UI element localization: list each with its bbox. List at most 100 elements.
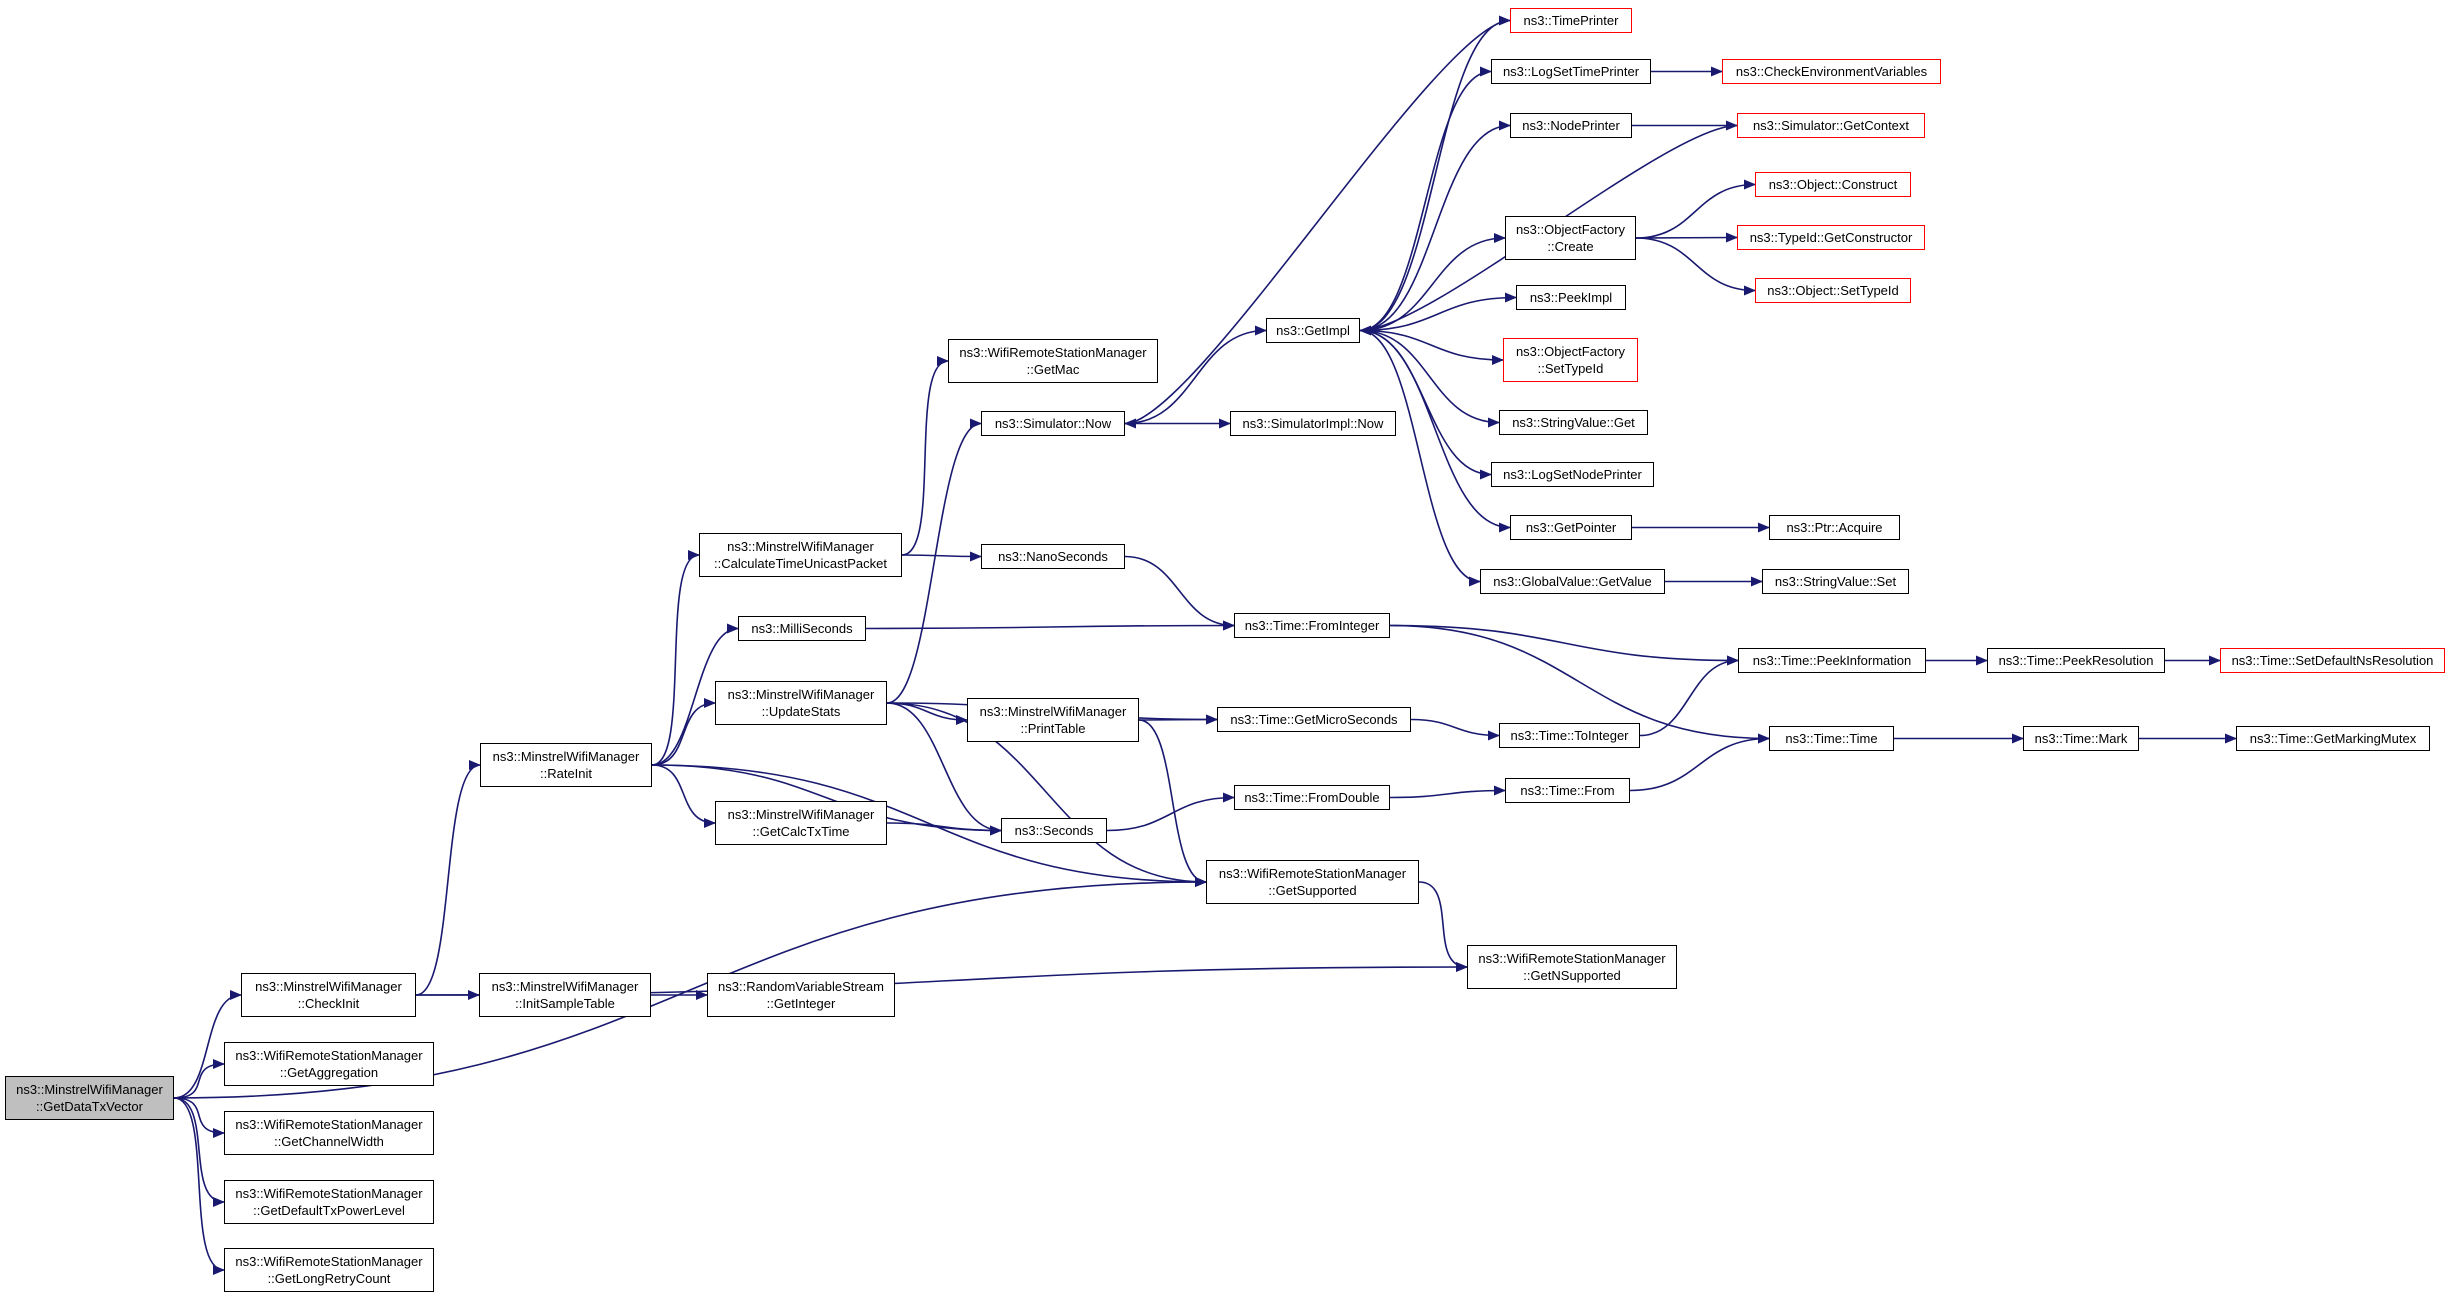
node-label: ns3::WifiRemoteStationManager — [235, 1254, 423, 1269]
edge-timeprinter-to-simnow — [1124, 19, 1511, 429]
edge-getmicroseconds-to-tointeger — [1410, 718, 1500, 741]
edge-rateinit-to-getsupported — [651, 764, 1207, 887]
node-label: ::PrintTable — [1020, 721, 1086, 736]
node-label: ns3::StringValue::Get — [1512, 415, 1635, 430]
edge-getimpl-to-timeprinter — [1359, 15, 1511, 332]
node-label: ::GetLongRetryCount — [267, 1271, 391, 1286]
node-label: ::GetMac — [1026, 362, 1080, 377]
node-timeprinter[interactable]: ns3::TimePrinter — [1510, 8, 1632, 33]
node-label: ns3::WifiRemoteStationManager — [235, 1048, 423, 1063]
node-label: ns3::ObjectFactory — [1515, 222, 1626, 237]
edge-timefrom-to-timetime — [1629, 733, 1770, 792]
edge-rateinit-to-calculatetime — [651, 550, 700, 766]
node-getimpl[interactable]: ns3::GetImpl — [1266, 318, 1360, 343]
node-getdatatxvector[interactable]: ns3::MinstrelWifiManager ::GetDataTxVect… — [5, 1076, 174, 1120]
edge-rateinit-to-milliseconds — [651, 623, 739, 766]
edge-ofcreate-to-objconstruct — [1635, 179, 1756, 239]
node-getpointer[interactable]: ns3::GetPointer — [1510, 515, 1632, 540]
node-typeid-getconstructor[interactable]: ns3::TypeId::GetConstructor — [1737, 225, 1925, 250]
edge-getdatatxvector-to-getlongretrycount — [173, 1097, 225, 1275]
node-label: ns3::LogSetTimePrinter — [1502, 64, 1640, 79]
edge-ofcreate-to-getconstructor — [1635, 232, 1738, 243]
node-time-time[interactable]: ns3::Time::Time — [1769, 726, 1894, 751]
node-label: ns3::Ptr::Acquire — [1786, 520, 1883, 535]
node-getmac[interactable]: ns3::WifiRemoteStationManager ::GetMac — [948, 339, 1158, 383]
node-time-setdefaultnsresolution[interactable]: ns3::Time::SetDefaultNsResolution — [2220, 648, 2445, 673]
node-simulator-getcontext[interactable]: ns3::Simulator::GetContext — [1737, 113, 1925, 138]
node-label: ns3::MinstrelWifiManager — [255, 979, 402, 994]
node-label: ns3::TypeId::GetConstructor — [1749, 230, 1913, 245]
edge-ofcreate-to-objsettypeid — [1635, 237, 1756, 296]
node-label: ns3::Time::Mark — [2034, 731, 2128, 746]
node-label: ns3::Time::GetMarkingMutex — [2249, 731, 2417, 746]
node-time-peekresolution[interactable]: ns3::Time::PeekResolution — [1987, 648, 2165, 673]
node-label: ns3::Time::ToInteger — [1510, 728, 1629, 743]
node-getnsupported[interactable]: ns3::WifiRemoteStationManager ::GetNSupp… — [1467, 945, 1677, 989]
edge-milliseconds-to-frominteger — [865, 620, 1235, 631]
node-simulator-now[interactable]: ns3::Simulator::Now — [981, 411, 1125, 436]
node-getchannelwidth[interactable]: ns3::WifiRemoteStationManager ::GetChann… — [224, 1111, 434, 1155]
node-label: ::InitSampleTable — [515, 996, 615, 1011]
node-label: ns3::MinstrelWifiManager — [979, 704, 1127, 719]
node-ptr-acquire[interactable]: ns3::Ptr::Acquire — [1769, 515, 1900, 540]
node-time-fromdouble[interactable]: ns3::Time::FromDouble — [1234, 785, 1390, 810]
node-getlongretrycount[interactable]: ns3::WifiRemoteStationManager ::GetLongR… — [224, 1248, 434, 1292]
node-label: ns3::TimePrinter — [1523, 13, 1619, 28]
node-label: ns3::MinstrelWifiManager — [16, 1082, 163, 1097]
edge-getdatatxvector-to-checkinit — [173, 990, 242, 1099]
node-printtable[interactable]: ns3::MinstrelWifiManager ::PrintTable — [967, 698, 1139, 742]
node-logsettimeprinter[interactable]: ns3::LogSetTimePrinter — [1491, 59, 1651, 84]
node-label: ::UpdateStats — [761, 704, 841, 719]
node-label: ns3::Simulator::GetContext — [1752, 118, 1910, 133]
node-time-frominteger[interactable]: ns3::Time::FromInteger — [1234, 613, 1390, 638]
node-simulatorimpl-now[interactable]: ns3::SimulatorImpl::Now — [1230, 411, 1396, 436]
node-time-getmicroseconds[interactable]: ns3::Time::GetMicroSeconds — [1217, 707, 1411, 732]
node-getdefaulttxpowerlevel[interactable]: ns3::WifiRemoteStationManager ::GetDefau… — [224, 1180, 434, 1224]
node-nodeprinter[interactable]: ns3::NodePrinter — [1510, 113, 1632, 138]
node-label: ns3::GlobalValue::GetValue — [1493, 574, 1652, 589]
node-object-settypeid[interactable]: ns3::Object::SetTypeId — [1755, 278, 1911, 303]
node-label: ns3::PeekImpl — [1529, 290, 1613, 305]
node-time-peekinformation[interactable]: ns3::Time::PeekInformation — [1738, 648, 1926, 673]
node-logsetnodeprinter[interactable]: ns3::LogSetNodePrinter — [1491, 462, 1654, 487]
node-label: ns3::Time::GetMicroSeconds — [1230, 712, 1398, 727]
node-seconds[interactable]: ns3::Seconds — [1001, 818, 1107, 843]
node-getsupported[interactable]: ns3::WifiRemoteStationManager ::GetSuppo… — [1206, 860, 1419, 904]
node-initsampletable[interactable]: ns3::MinstrelWifiManager ::InitSampleTab… — [479, 973, 651, 1017]
node-nanoseconds[interactable]: ns3::NanoSeconds — [981, 544, 1125, 569]
node-time-from[interactable]: ns3::Time::From — [1505, 778, 1630, 803]
node-randomvariablestream-getinteger[interactable]: ns3::RandomVariableStream ::GetInteger — [707, 973, 895, 1017]
node-object-construct[interactable]: ns3::Object::Construct — [1755, 172, 1911, 197]
node-checkenvironmentvariables[interactable]: ns3::CheckEnvironmentVariables — [1722, 59, 1941, 84]
node-time-getmarkingmutex[interactable]: ns3::Time::GetMarkingMutex — [2236, 726, 2430, 751]
node-peekimpl[interactable]: ns3::PeekImpl — [1516, 285, 1626, 310]
node-stringvalue-set[interactable]: ns3::StringValue::Set — [1762, 569, 1909, 594]
edge-rateinit-to-getcalctxtime — [651, 764, 716, 828]
node-checkinit[interactable]: ns3::MinstrelWifiManager ::CheckInit — [241, 973, 416, 1017]
node-calculatetimeunicastpacket[interactable]: ns3::MinstrelWifiManager ::CalculateTime… — [699, 533, 902, 577]
edge-getimpl-to-globalvaluegetvalue — [1359, 329, 1481, 587]
edge-getimpl-to-logsettimeprinter — [1359, 66, 1492, 332]
node-time-mark[interactable]: ns3::Time::Mark — [2023, 726, 2139, 751]
node-label: ns3::StringValue::Set — [1774, 574, 1897, 589]
node-label: ns3::Simulator::Now — [994, 416, 1112, 431]
node-globalvalue-getvalue[interactable]: ns3::GlobalValue::GetValue — [1480, 569, 1665, 594]
node-label: ns3::MinstrelWifiManager — [727, 687, 875, 702]
node-stringvalue-get[interactable]: ns3::StringValue::Get — [1499, 410, 1648, 435]
edge-calculatetime-to-getmac — [901, 356, 949, 556]
node-objectfactory-create[interactable]: ns3::ObjectFactory ::Create — [1505, 216, 1636, 260]
node-rateinit[interactable]: ns3::MinstrelWifiManager ::RateInit — [480, 743, 652, 787]
node-updatestats[interactable]: ns3::MinstrelWifiManager ::UpdateStats — [715, 681, 887, 725]
node-label: ::CheckInit — [297, 996, 360, 1011]
node-getaggregation[interactable]: ns3::WifiRemoteStationManager ::GetAggre… — [224, 1042, 434, 1086]
node-label: ns3::WifiRemoteStationManager — [1218, 866, 1407, 881]
node-label: ns3::GetPointer — [1525, 520, 1617, 535]
node-label: ns3::MinstrelWifiManager — [492, 749, 640, 764]
node-label: ::GetDataTxVector — [36, 1099, 143, 1114]
node-getcalctxtime[interactable]: ns3::MinstrelWifiManager ::GetCalcTxTime — [715, 801, 887, 845]
node-milliseconds[interactable]: ns3::MilliSeconds — [738, 616, 866, 641]
node-label: ns3::MinstrelWifiManager — [491, 979, 639, 994]
node-objectfactory-settypeid[interactable]: ns3::ObjectFactory ::SetTypeId — [1503, 338, 1638, 382]
node-label: ns3::MinstrelWifiManager — [727, 807, 875, 822]
node-time-tointeger[interactable]: ns3::Time::ToInteger — [1499, 723, 1640, 748]
